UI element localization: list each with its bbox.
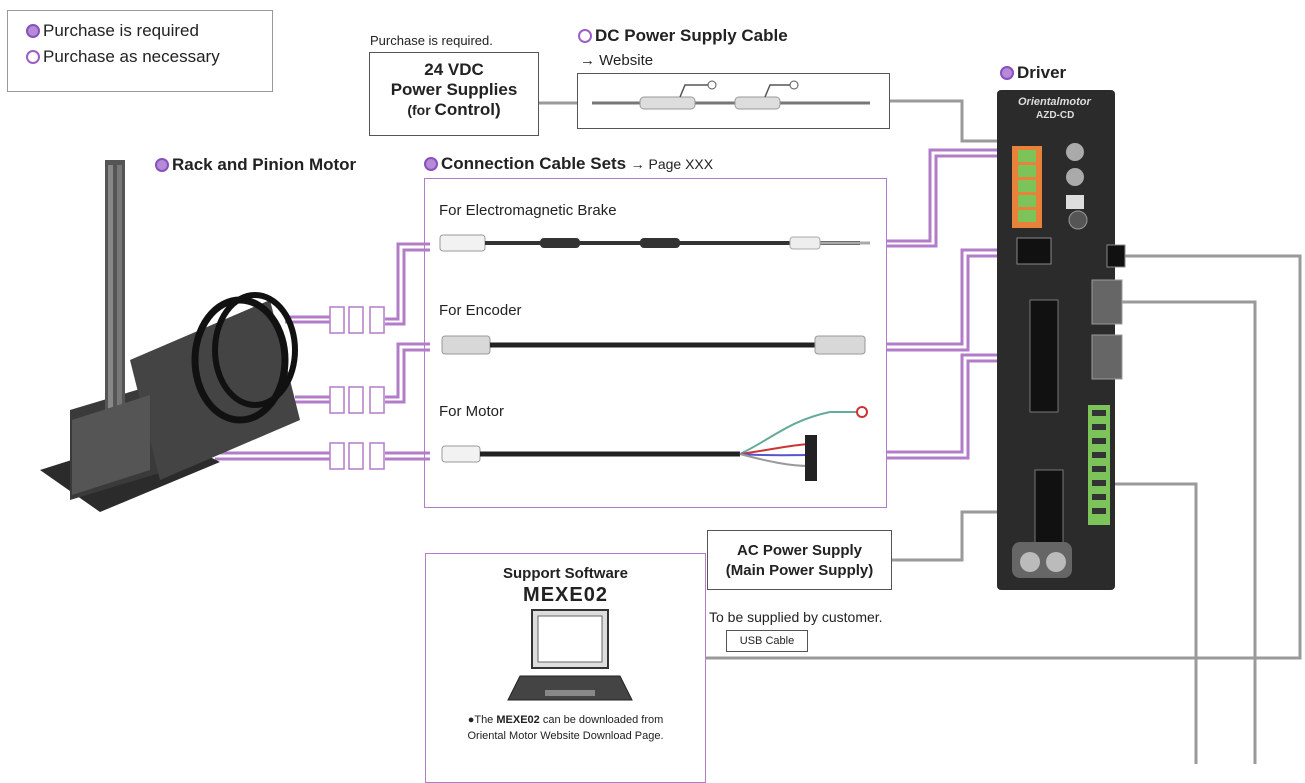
required-dot-icon	[1000, 66, 1014, 80]
driver-image	[997, 90, 1125, 590]
software-title: Support Software	[425, 565, 706, 582]
driver-brand: Orientalmotor	[1018, 96, 1091, 108]
psu-note: Purchase is required.	[370, 33, 493, 48]
wire-encoder-to-driver-b	[887, 256, 1015, 350]
wire-brake-to-driver-a	[887, 150, 1010, 241]
usb-cable-box: USB Cable	[726, 630, 808, 652]
cable-label-brake: For Electromagnetic Brake	[439, 202, 617, 219]
ac-power-box: AC Power Supply (Main Power Supply)	[707, 530, 892, 590]
legend-optional: Purchase as necessary	[26, 44, 272, 70]
cable-sets-header: Connection Cable Sets → Page XXX	[424, 154, 713, 174]
wire-cn5-down	[1122, 302, 1255, 764]
psu-box: 24 VDC Power Supplies (for Control)	[369, 52, 539, 136]
required-dot-icon	[424, 157, 438, 171]
customer-note: To be supplied by customer.	[709, 609, 883, 625]
software-note: ●The MEXE02 can be downloaded from Orien…	[425, 712, 706, 744]
driver-model: AZD-CD	[1036, 110, 1074, 121]
optional-dot-icon	[578, 29, 592, 43]
legend: Purchase is required Purchase as necessa…	[7, 10, 273, 92]
wire-encoder-to-driver-a	[887, 250, 1015, 344]
software-name: MEXE02	[425, 584, 706, 607]
wire-brake-to-driver-b	[887, 156, 1010, 246]
required-dot-icon	[155, 158, 169, 172]
motor-title: Rack and Pinion Motor	[155, 155, 356, 175]
cable-label-encoder: For Encoder	[439, 302, 522, 319]
dc-cable-ref: → Website	[580, 52, 653, 69]
cable-label-motor: For Motor	[439, 403, 504, 420]
driver-title: Driver	[1000, 63, 1066, 83]
cable-sets-box	[424, 178, 887, 508]
dc-cable-title: DC Power Supply Cable	[578, 26, 788, 46]
required-dot-icon	[26, 24, 40, 38]
legend-required: Purchase is required	[26, 18, 272, 44]
wire-dc-cable-to-driver	[890, 101, 1010, 141]
connector-pairs	[330, 307, 384, 469]
dc-cable-box	[577, 73, 890, 129]
wire-cn9-down	[1108, 484, 1196, 764]
optional-dot-icon	[26, 50, 40, 64]
